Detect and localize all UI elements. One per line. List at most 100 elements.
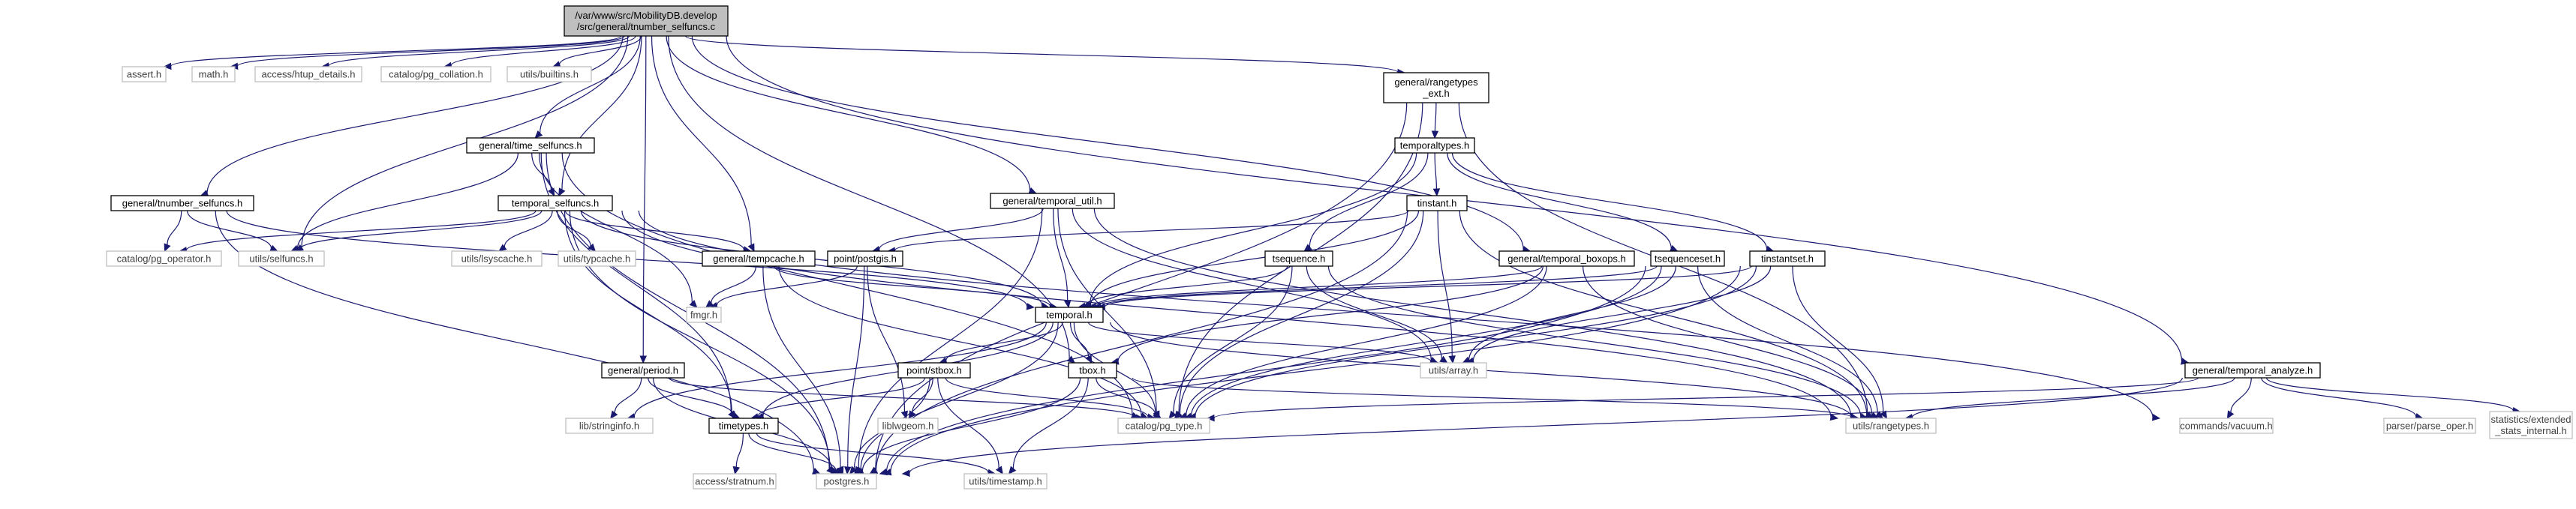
edge-period-to-stringinfo [610, 377, 642, 419]
node-box [702, 250, 816, 267]
node-analyze[interactable]: general/temporal_analyze.h [2184, 362, 2321, 379]
node-label: utils/timestamp.h [969, 476, 1042, 487]
node-assert: assert.h [122, 66, 167, 82]
edge-temputil-to-temporal [1053, 208, 1072, 309]
node-tnumsel[interactable]: general/tnumber_selfuncs.h [110, 195, 254, 211]
edge-timesel-to-fmgr [538, 152, 698, 308]
edge-analyze-to-postgres [901, 377, 2183, 478]
edge-tinstset-to-rangetypes [1792, 265, 1888, 420]
header-nodes: /var/www/src/MobilityDB.develop/src/gene… [106, 5, 2573, 490]
edge-tseqset-to-rangetypes [1697, 265, 1884, 419]
edge-analyze-to-vacuum [2226, 377, 2252, 420]
node-tempcache[interactable]: general/tempcache.h [702, 250, 816, 267]
edge-tempsel-to-lsyscache [498, 210, 553, 252]
edge-tsequence-to-array [1306, 265, 1448, 364]
node-box [565, 418, 654, 434]
node-label: general/temporal_analyze.h [2193, 365, 2313, 376]
node-label: catalog/pg_type.h [1126, 421, 1203, 432]
node-box [106, 250, 222, 267]
edge-tinstset-to-postgres [882, 265, 1741, 476]
node-rangeext[interactable]: general/rangetypes_ext.h [1383, 72, 1489, 103]
node-label: utils/selfuncs.h [249, 253, 313, 265]
node-label: general/time_selfuncs.h [479, 140, 582, 151]
node-box [497, 195, 613, 211]
node-box [110, 195, 254, 211]
node-box [990, 193, 1115, 209]
node-period[interactable]: general/period.h [601, 362, 685, 379]
node-label: temporal.h [1046, 310, 1092, 321]
node-label: utils/array.h [1429, 365, 1478, 376]
node-temputil[interactable]: general/temporal_util.h [990, 193, 1115, 209]
node-label: tinstantset.h [1761, 253, 1814, 265]
node-label: /src/general/tnumber_selfuncs.c [577, 21, 716, 32]
node-box [564, 5, 729, 37]
edge-root-to-math [230, 35, 625, 70]
node-stbox[interactable]: point/stbox.h [897, 362, 971, 379]
edge-tbox-to-rangetypes [1132, 377, 1860, 422]
node-label: tbox.h [1079, 365, 1105, 376]
node-tseqset[interactable]: tsequenceset.h [1650, 250, 1725, 267]
edge-tempsel-to-rangetypes [621, 210, 1839, 421]
node-timetypes[interactable]: timetypes.h [708, 418, 779, 434]
node-temporal[interactable]: temporal.h [1035, 307, 1104, 323]
node-tinstset[interactable]: tinstantset.h [1749, 250, 1826, 267]
edge-tseqset-to-postgres [879, 265, 1646, 476]
node-tbox[interactable]: tbox.h [1068, 362, 1117, 379]
node-box [191, 66, 236, 82]
node-pgcoll: catalog/pg_collation.h [380, 66, 491, 82]
node-tinstant[interactable]: tinstant.h [1406, 195, 1468, 211]
node-label: assert.h [127, 69, 161, 80]
node-tempsel[interactable]: temporal_selfuncs.h [497, 195, 613, 211]
node-label: temporal_selfuncs.h [512, 198, 599, 209]
node-tsequence[interactable]: tsequence.h [1264, 250, 1333, 267]
node-box [1650, 250, 1725, 267]
node-timestamp: utils/timestamp.h [963, 473, 1048, 490]
node-label: utils/builtins.h [520, 69, 579, 80]
node-extstats: statistics/extended_stats_internal.h [2489, 411, 2573, 439]
edge-temporaltypes-to-tinstant [1432, 152, 1441, 197]
node-label: postgres.h [824, 476, 870, 487]
edge-postgis-to-postgres [844, 265, 865, 475]
node-boxops[interactable]: general/temporal_boxops.h [1498, 250, 1635, 267]
node-box [693, 473, 777, 490]
edge-tempsel-to-vacuum [638, 210, 2161, 421]
node-label: lib/stringinfo.h [579, 421, 639, 432]
node-selfuncs: utils/selfuncs.h [238, 250, 325, 267]
node-box [1749, 250, 1826, 267]
node-label: timetypes.h [719, 421, 768, 432]
node-math: math.h [191, 66, 236, 82]
edge-timesel-to-pgtype [561, 152, 1140, 419]
node-typcache: utils/typcache.h [558, 250, 636, 267]
node-label: catalog/pg_collation.h [389, 69, 483, 80]
node-fmgr: fmgr.h [686, 307, 722, 323]
node-temporaltypes[interactable]: temporaltypes.h [1394, 137, 1475, 154]
node-box [254, 66, 362, 82]
node-box [1117, 418, 1210, 434]
edge-postgis-to-liblwgeom [867, 265, 908, 420]
node-box [686, 307, 722, 323]
node-box [601, 362, 685, 379]
node-pgtype: catalog/pg_type.h [1117, 418, 1210, 434]
node-stringinfo: lib/stringinfo.h [565, 418, 654, 434]
node-box [816, 473, 877, 490]
node-label: fmgr.h [690, 310, 717, 321]
node-label: liblwgeom.h [882, 421, 934, 432]
node-label: general/period.h [608, 365, 678, 376]
edge-timesel-to-timetypes [540, 152, 736, 419]
node-timesel[interactable]: general/time_selfuncs.h [466, 137, 595, 154]
node-box [1068, 362, 1117, 379]
node-box [1845, 418, 1937, 434]
edge-stbox-to-timestamp [937, 377, 1003, 475]
node-label: access/stratnum.h [695, 476, 774, 487]
edge-root-to-tempsel [558, 35, 642, 197]
node-label: tsequence.h [1273, 253, 1326, 265]
node-postgis[interactable]: point/postgis.h [827, 250, 903, 267]
edge-tempcache-to-pgtype [778, 265, 1149, 419]
edge-tempsel-to-typcache [557, 210, 597, 252]
edge-boxops-to-temporal [1088, 265, 1543, 310]
dependency-edges [163, 35, 2521, 478]
node-postgres: postgres.h [816, 473, 877, 490]
node-box [2383, 418, 2476, 434]
edge-temporal-to-array [1088, 322, 1439, 366]
node-root[interactable]: /var/www/src/MobilityDB.develop/src/gene… [564, 5, 729, 37]
